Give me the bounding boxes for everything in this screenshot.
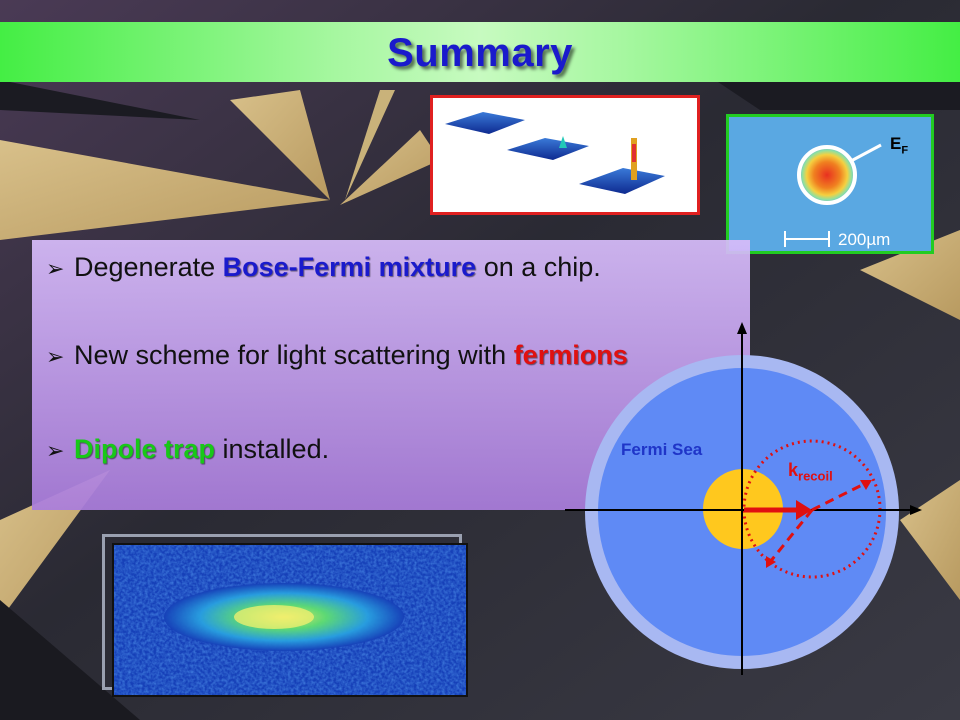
slide-title: Summary (387, 31, 573, 75)
k-recoil-label: krecoil (788, 460, 833, 484)
tof-absorption-image (726, 114, 934, 254)
bullet-light-scattering: ➢New scheme for light scattering with fe… (46, 340, 628, 370)
bullet-arrow-icon: ➢ (46, 438, 65, 463)
fermi-energy-label: EF (890, 134, 909, 157)
bec-3d-images (430, 95, 700, 215)
fermi-sea-label: Fermi Sea (621, 440, 703, 459)
bullet-arrow-icon: ➢ (46, 256, 65, 281)
bullet-dipole-trap: ➢Dipole trap installed. (46, 434, 330, 464)
dipole-trap-image (112, 543, 468, 697)
bullet-arrow-icon: ➢ (46, 344, 65, 369)
scale-bar-label: 200µm (838, 230, 891, 249)
fermi-sea-diagram (565, 322, 922, 675)
bullet-bose-fermi: ➢Degenerate Bose-Fermi mixture on a chip… (46, 252, 601, 282)
title-bar (0, 22, 960, 82)
